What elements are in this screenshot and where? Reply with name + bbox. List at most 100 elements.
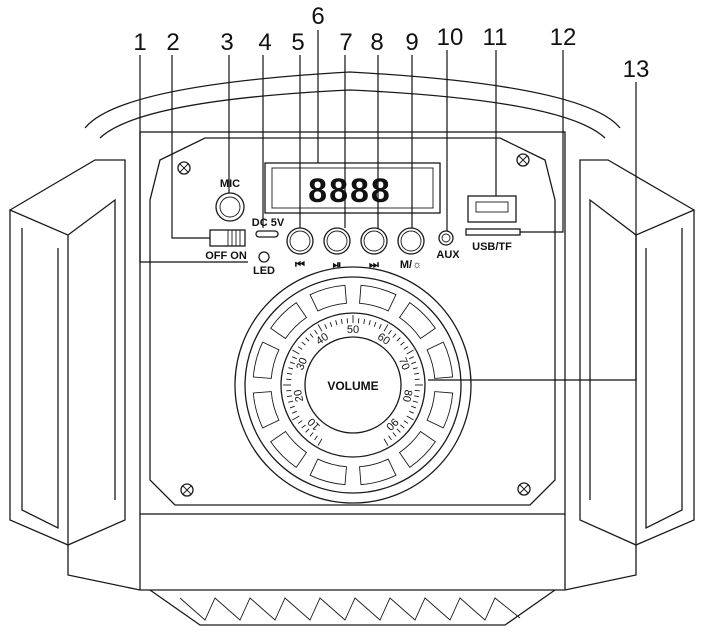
dial-tick	[411, 362, 416, 364]
base-sides	[140, 514, 565, 590]
dial-slot	[310, 285, 346, 311]
dial-tick	[310, 432, 313, 436]
dial-tick	[292, 416, 299, 420]
dial-tick	[414, 396, 419, 397]
off-on-label: OFF ON	[205, 250, 247, 262]
mode-light-label: M/☼	[400, 259, 422, 271]
dial-tick	[336, 320, 337, 325]
callout-7: 7	[339, 29, 352, 56]
right-handle-rim	[590, 200, 636, 500]
dial-tick	[306, 338, 310, 342]
dial-slot	[271, 303, 307, 339]
dial-tick	[404, 347, 408, 350]
dial-slot	[271, 432, 307, 468]
corner-screw-icon	[517, 154, 529, 166]
dial-tick	[407, 416, 414, 420]
dial-tick	[407, 350, 414, 354]
corner-screw-icon	[181, 484, 193, 496]
dial-tick	[404, 421, 408, 424]
dial-tick	[413, 401, 418, 402]
dial-tick	[389, 330, 392, 334]
led-label: LED	[253, 265, 275, 277]
dial-slot	[360, 459, 396, 485]
callout-2: 2	[166, 29, 179, 56]
callout-3: 3	[220, 29, 233, 56]
leader-13	[428, 82, 636, 380]
dial-tick	[409, 357, 414, 359]
dc-port[interactable]	[256, 231, 278, 237]
prev-button[interactable]	[287, 228, 313, 254]
leader-2	[172, 55, 210, 238]
display-digits: 8888	[308, 172, 392, 210]
dial-slot	[400, 432, 436, 468]
dial-tick	[298, 347, 302, 350]
usb-port[interactable]	[468, 196, 516, 222]
leader-12	[520, 50, 563, 232]
dial-tick	[288, 368, 293, 369]
dial-tick	[287, 396, 292, 397]
dial-tick	[364, 319, 365, 324]
dial-tick	[393, 334, 396, 338]
corner-screw-icon	[518, 483, 530, 495]
callout-1: 1	[133, 29, 146, 56]
dial-tick	[302, 425, 306, 428]
dial-tick	[374, 322, 376, 327]
usb-port-inner	[476, 202, 508, 212]
dial-tick	[318, 439, 322, 446]
left-handle-inner	[22, 228, 58, 528]
dial-tick	[413, 368, 418, 369]
tf-slot[interactable]	[466, 229, 520, 235]
dial-slot	[310, 459, 346, 485]
dial-tick	[397, 429, 401, 433]
dial-tick	[315, 436, 318, 440]
dial-tick	[384, 439, 388, 446]
top-dome-inner	[100, 90, 605, 138]
dial-tick	[379, 324, 381, 329]
dial-tick	[298, 421, 302, 424]
corner-screw-icon	[178, 162, 190, 174]
top-dome	[85, 72, 620, 128]
dial-tick	[414, 373, 419, 374]
dial-tick	[302, 342, 306, 345]
aux-jack[interactable]	[439, 231, 453, 245]
dial-slot	[427, 392, 453, 428]
dial-scale-number: 20	[292, 389, 306, 403]
aux-label: AUX	[436, 249, 460, 261]
dial-tick	[397, 338, 401, 342]
dial-tick	[400, 342, 404, 345]
next-button[interactable]	[361, 228, 387, 254]
dial-tick	[409, 411, 414, 413]
switch-grip-icon	[228, 230, 240, 246]
callout-6: 6	[311, 3, 324, 30]
dial-tick	[306, 429, 310, 433]
bottom-vents	[180, 598, 520, 620]
dial-tick	[290, 406, 295, 408]
usb-tf-label: USB/TF	[472, 241, 512, 253]
dial-tick	[389, 436, 392, 440]
mode-light-button[interactable]	[398, 228, 424, 254]
dial-slot	[253, 392, 279, 428]
callout-4: 4	[258, 29, 271, 56]
dial-slot	[400, 303, 436, 339]
dial-tick	[288, 401, 293, 402]
mic-jack-inner	[220, 197, 240, 217]
dial-tick	[292, 350, 299, 354]
dial-tick	[411, 406, 416, 408]
left-handle	[10, 210, 68, 545]
right-handle	[636, 210, 694, 545]
speaker-body	[10, 72, 694, 625]
callout-12: 12	[550, 24, 577, 51]
dial-tick	[292, 357, 297, 359]
led-indicator	[259, 252, 269, 262]
dial-tick	[330, 322, 332, 327]
play-pause-button[interactable]	[324, 228, 350, 254]
callout-numbers: 1 2 3 4 5 6 7 8 9 10 11 12 13	[133, 3, 649, 83]
dial-tick	[292, 411, 297, 413]
callout-9: 9	[405, 29, 418, 56]
dial-scale-number: 50	[347, 324, 359, 336]
callout-10: 10	[437, 24, 464, 51]
dial-tick	[393, 432, 396, 436]
callout-8: 8	[370, 29, 383, 56]
